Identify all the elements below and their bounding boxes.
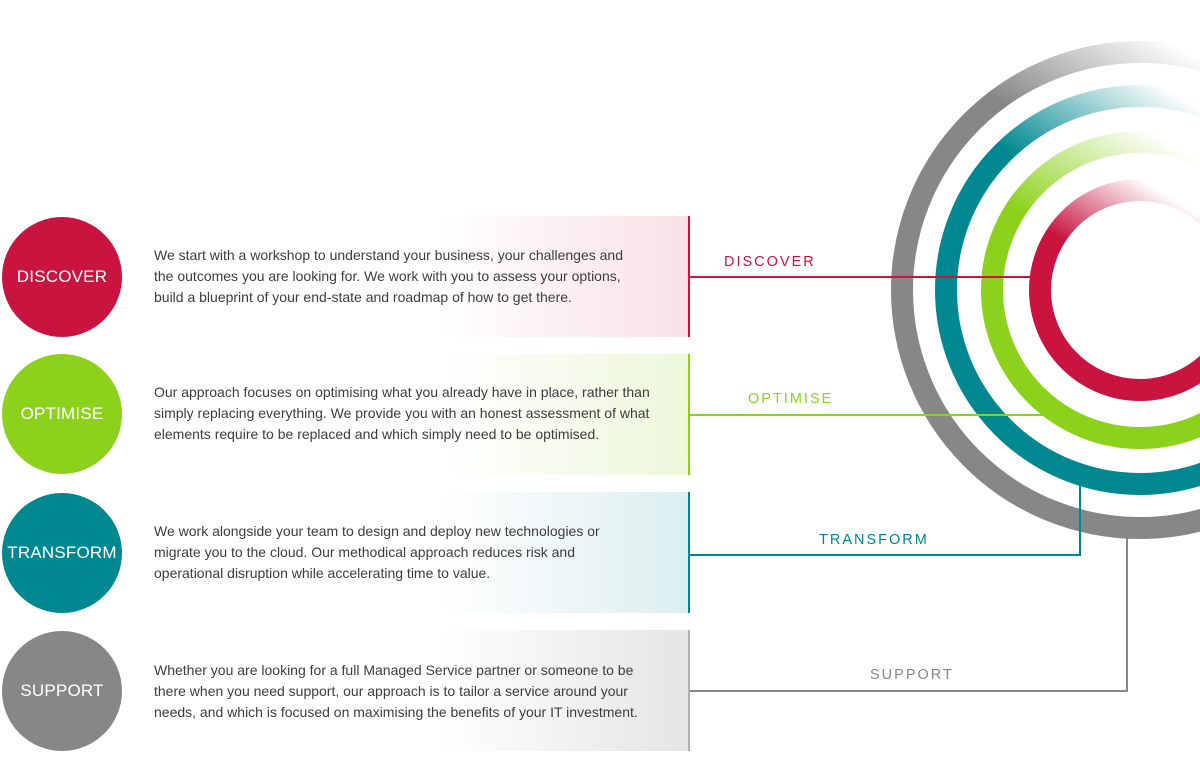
transform-circle: TRANSFORM [2,493,122,613]
support-ring [891,41,1200,539]
discover-connector-label: DISCOVER [724,254,816,270]
optimise-circle-label: OPTIMISE [20,404,104,423]
support-circle: SUPPORT [2,631,122,751]
support-band [440,630,690,751]
transform-connector-label: TRANSFORM [819,532,929,548]
discover-description: We start with a workshop to understand y… [154,247,623,305]
discover-band [440,216,690,337]
transform-band [440,492,690,613]
support-connector [690,525,1128,692]
discover-band-edge [688,216,690,337]
discover-circle: DISCOVER [2,217,122,337]
transform-connector [690,482,1081,556]
optimise-description: Our approach focuses on optimising what … [154,384,650,442]
optimise-connector-label: OPTIMISE [748,391,834,407]
transform-description: We work alongside your team to design an… [154,523,600,581]
support-description: Whether you are looking for a full Manag… [154,662,638,720]
discover-circle-label: DISCOVER [16,267,108,286]
support-connector-label: SUPPORT [870,667,954,683]
optimise-circle: OPTIMISE [2,354,122,474]
transform-ring [935,85,1200,495]
optimise-band-edge [688,354,690,475]
optimise-ring [981,131,1200,449]
support-band-edge [688,630,690,751]
support-circle-label: SUPPORT [20,681,104,700]
transform-band-edge [688,492,690,613]
optimise-band [440,354,690,475]
discover-ring [1029,179,1200,401]
transform-circle-label: TRANSFORM [7,543,117,562]
